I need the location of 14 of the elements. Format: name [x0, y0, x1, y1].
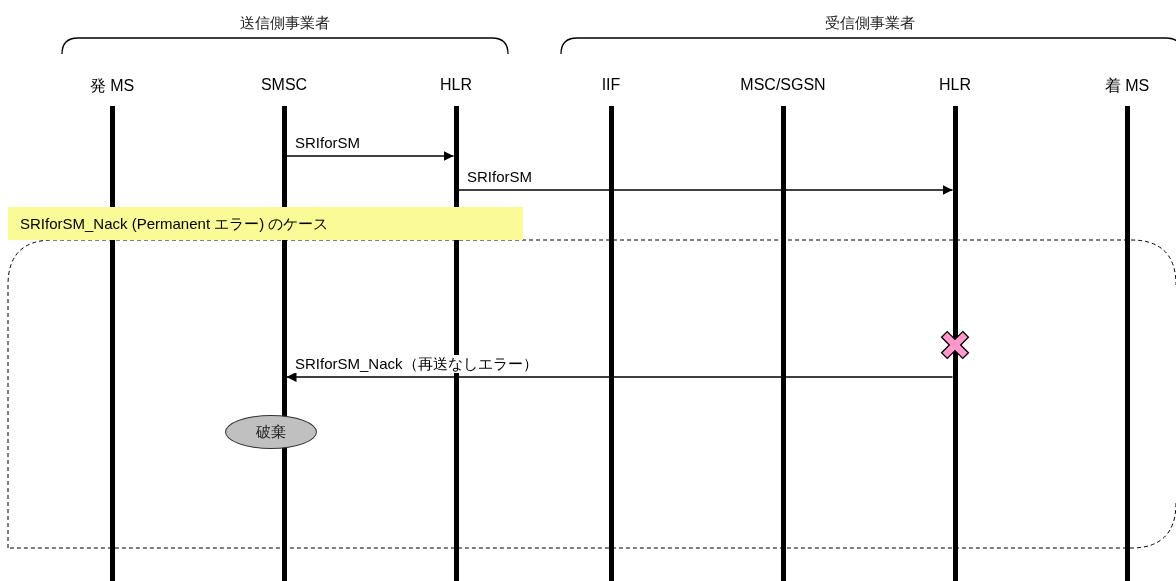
participant-label: MSC/SGSN: [739, 76, 827, 94]
case-label: SRIforSM_Nack (Permanent エラー) のケース: [8, 207, 523, 240]
participant-label: IIF: [600, 76, 622, 94]
message-arrow: [285, 372, 954, 382]
group-label: 受信側事業者: [825, 14, 915, 33]
participant-label: SMSC: [259, 76, 309, 94]
participant-label: 発 MS: [88, 76, 136, 96]
process-ellipse: 破棄: [225, 415, 317, 449]
participant-label: 着 MS: [1103, 76, 1151, 96]
message-arrow: [285, 151, 455, 161]
group-label: 送信側事業者: [240, 14, 330, 33]
participant-label: HLR: [938, 76, 972, 94]
message-arrow: [457, 185, 954, 195]
participant-label: HLR: [439, 76, 473, 94]
